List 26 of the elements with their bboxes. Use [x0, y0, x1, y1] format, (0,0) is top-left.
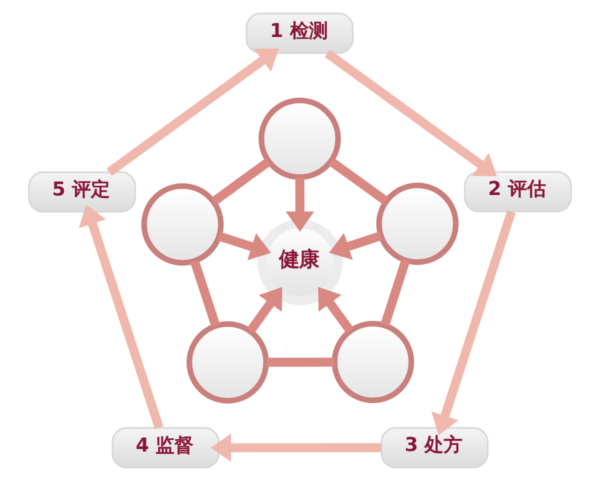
arrow — [246, 286, 282, 334]
node-box: 5 评定 — [28, 170, 136, 212]
arrow — [78, 204, 164, 429]
arrow — [431, 210, 516, 435]
node-circle — [141, 182, 224, 266]
node-circle — [258, 97, 341, 180]
connector — [266, 357, 334, 366]
node-circle — [332, 320, 414, 403]
arrow — [329, 230, 382, 260]
connector — [210, 157, 272, 205]
arrow — [286, 176, 314, 232]
node-box: 2 评估 — [464, 170, 572, 212]
node-circle — [186, 320, 269, 404]
node-circle: 健康 — [257, 218, 343, 305]
arrow — [318, 286, 354, 334]
node-circle — [376, 182, 459, 264]
node-box: 1 检测 — [246, 12, 354, 54]
node-box: 4 监督 — [112, 426, 220, 468]
arrow — [106, 48, 279, 176]
connector — [380, 258, 410, 326]
connector — [190, 259, 220, 327]
node-box: 3 处方 — [380, 426, 488, 468]
arrow — [324, 49, 497, 176]
connector — [328, 157, 389, 204]
arrow — [210, 433, 382, 462]
arrow — [218, 231, 272, 260]
